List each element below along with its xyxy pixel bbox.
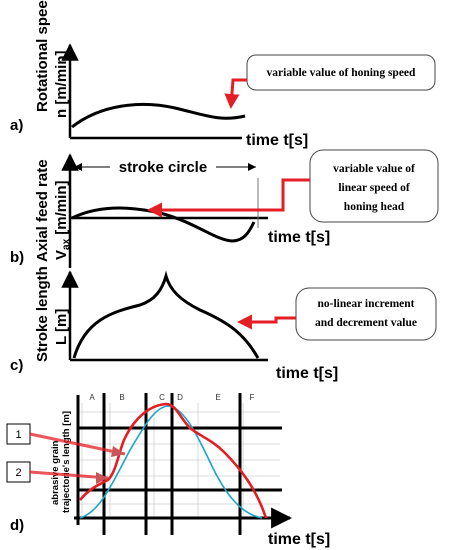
panel-c-callout-box [295,287,437,341]
panel-b-callout-line-2: linear speed of [338,182,410,194]
panel-d-fine-grid [78,403,280,518]
panel-b-stroke-right-arrow [248,163,256,171]
panel-b-callout-line-1: variable value of [333,163,415,175]
panel-a-xlabel: time t[s] [246,132,308,149]
panel-b-stroke-left-arrow [74,163,82,171]
panel-d-zone-a: A [89,393,95,402]
panel-d-zone-b: B [119,393,124,402]
panel-d-zone-f: F [250,393,255,402]
panel-d-ylabel-unit: trajectorie's length [m] [61,411,72,513]
panel-c-callout-line-2: and decrement value [315,317,417,329]
panel-d-xlabel: time t[s] [268,531,330,548]
panel-c-xlabel: time t[s] [276,365,338,382]
panel-d-thick-grid [78,393,282,535]
panel-d-marker-1-pointer [29,432,126,456]
panel-d-zone-c: C [159,393,165,402]
panel-a-letter: a) [10,117,23,134]
panel-d-zone-e: E [215,393,220,402]
panel-a-ylabel: Rotational speed [34,0,51,112]
panel-a: a) Rotational speed n [m/min] time t[s] … [10,0,436,149]
panel-c-letter: c) [10,357,23,374]
panel-d-marker-2-arrowhead [96,472,108,484]
panel-d-zone-d: D [177,393,183,402]
panel-b-stroke-label: stroke circle [119,159,207,176]
panel-b-ylabel-v: V [53,250,70,260]
panel-d-red-curve [79,402,268,519]
panel-b-callout-line-3: honing head [344,201,405,213]
panel-b: b) Axial feed rate Vax [m/min] stroke ci… [10,149,439,268]
panel-c-callout-line-1: no-linear increment [318,298,415,310]
panel-a-ylabel-unit: n [m/min] [53,51,70,119]
panel-d-marker-1-label: 1 [15,429,21,441]
panel-b-ylabel-unit-text: [m/min] [53,181,70,239]
panel-b-stroke-label-bg [110,156,216,176]
panel-a-callout-arrow [224,78,247,109]
panel-d-blue-curve [79,405,263,519]
panel-c-ylabel: Stroke length [34,266,51,362]
panel-c-ylabel-unit: L [m] [53,309,70,345]
panel-a-callout-box [246,54,436,91]
panel-b-letter: b) [10,249,24,266]
panel-a-callout-text: variable value of honing speed [267,67,416,79]
panel-c: c) Stroke length L [m] time t[s] no-line… [10,266,437,382]
panel-c-stroke-curve [72,270,260,359]
panel-b-feed-curve [71,206,256,243]
panel-d-marker-2-pointer [29,470,109,480]
panel-b-callout-box [309,149,439,223]
panel-b-ylabel: Axial feed rate [34,159,51,262]
panel-d: d) abrasive grain trajectorie's length [… [6,393,330,548]
panel-b-xlabel: time t[s] [268,229,330,246]
panel-c-callout-arrow [237,314,296,330]
panel-d-letter: d) [10,517,24,534]
panel-a-speed-curve [71,102,246,129]
panel-d-marker-1-arrowhead [111,446,125,457]
panel-b-callout-arrow [147,178,310,218]
panel-b-ylabel-sub: ax [61,238,72,250]
panel-d-marker-2-label: 2 [15,467,21,479]
panel-b-ylabel-unit: Vax [m/min] [53,181,72,260]
